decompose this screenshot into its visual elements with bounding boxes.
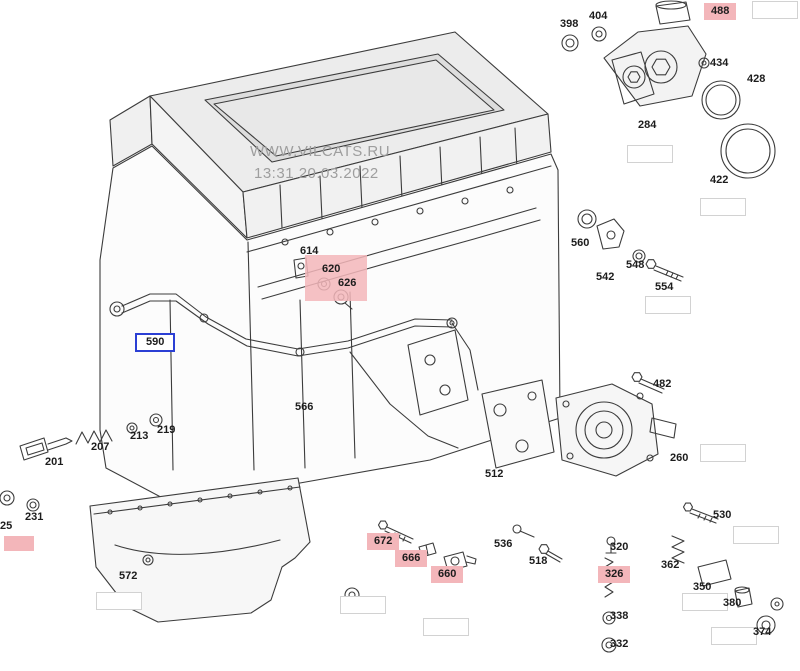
part-label-626[interactable]: 626 — [338, 277, 357, 289]
part-label-482[interactable]: 482 — [653, 378, 672, 390]
part-label-219[interactable]: 219 — [157, 424, 176, 436]
part-label-260[interactable]: 260 — [670, 452, 689, 464]
part-label-566[interactable]: 566 — [295, 401, 314, 413]
part-label-666[interactable]: 666 — [395, 550, 428, 567]
oil-cooler-housing-art — [481, 379, 677, 477]
part-label-380[interactable]: 380 — [723, 597, 742, 609]
part-label-620[interactable]: 620 — [322, 263, 341, 275]
part-label-326[interactable]: 326 — [598, 566, 631, 583]
part-label-560[interactable]: 560 — [571, 237, 590, 249]
small-parts-left-art — [0, 413, 163, 512]
part-label-201[interactable]: 201 — [45, 456, 64, 468]
oil-filter-housing-art — [561, 0, 776, 179]
part-label-590-selected[interactable]: 590 — [135, 333, 176, 352]
part-label-404[interactable]: 404 — [589, 10, 608, 22]
part-label-536[interactable]: 536 — [494, 538, 513, 550]
part-label-614[interactable]: 614 — [300, 245, 319, 257]
valve-cover-art — [109, 31, 552, 239]
empty-callout-box[interactable] — [733, 526, 779, 544]
part-label-488[interactable]: 488 — [704, 3, 737, 20]
empty-callout-box[interactable] — [423, 618, 469, 636]
part-label-207[interactable]: 207 — [91, 441, 110, 453]
small-parts-right-art — [512, 502, 784, 653]
empty-callout-box[interactable] — [700, 198, 746, 216]
part-label-231[interactable]: 231 — [25, 511, 44, 523]
watermark-timestamp: 13:31 20.03.2022 — [254, 165, 379, 182]
empty-callout-box[interactable] — [627, 145, 673, 163]
part-label-350[interactable]: 350 — [693, 581, 712, 593]
empty-callout-box[interactable] — [340, 596, 386, 614]
empty-callout-box[interactable] — [645, 296, 691, 314]
empty-callout-box[interactable] — [752, 1, 798, 19]
empty-callout-box[interactable] — [700, 444, 746, 462]
part-label-554[interactable]: 554 — [655, 281, 674, 293]
part-label-398[interactable]: 398 — [560, 18, 579, 30]
part-label-434[interactable]: 434 — [710, 57, 729, 69]
part-label-548[interactable]: 548 — [626, 259, 645, 271]
highlight-region-620-626 — [305, 255, 367, 301]
empty-callout-box[interactable] — [682, 593, 728, 611]
part-label-512[interactable]: 512 — [485, 468, 504, 480]
part-label-320[interactable]: 320 — [610, 541, 629, 553]
part-label-25[interactable]: 25 — [0, 520, 13, 532]
part-label-530[interactable]: 530 — [713, 509, 732, 521]
part-label-518[interactable]: 518 — [529, 555, 548, 567]
watermark-site: WWW.VILCATS.RU — [250, 143, 391, 160]
part-label-362[interactable]: 362 — [661, 559, 680, 571]
part-label-422[interactable]: 422 — [710, 174, 729, 186]
part-label-672[interactable]: 672 — [367, 533, 400, 550]
part-label-338[interactable]: 338 — [610, 610, 629, 622]
part-label-374[interactable]: 374 — [753, 626, 772, 638]
highlight-callout-box[interactable] — [4, 536, 34, 551]
part-label-428[interactable]: 428 — [747, 73, 766, 85]
part-label-660[interactable]: 660 — [431, 566, 464, 583]
empty-callout-box[interactable] — [96, 592, 142, 610]
engine-block-art — [99, 145, 561, 504]
thermostat-parts-art — [577, 209, 684, 394]
part-label-213[interactable]: 213 — [130, 430, 149, 442]
part-label-572[interactable]: 572 — [119, 570, 138, 582]
part-label-542[interactable]: 542 — [596, 271, 615, 283]
part-label-332[interactable]: 332 — [610, 638, 629, 650]
empty-callout-box[interactable] — [711, 627, 757, 645]
part-label-284[interactable]: 284 — [638, 119, 657, 131]
